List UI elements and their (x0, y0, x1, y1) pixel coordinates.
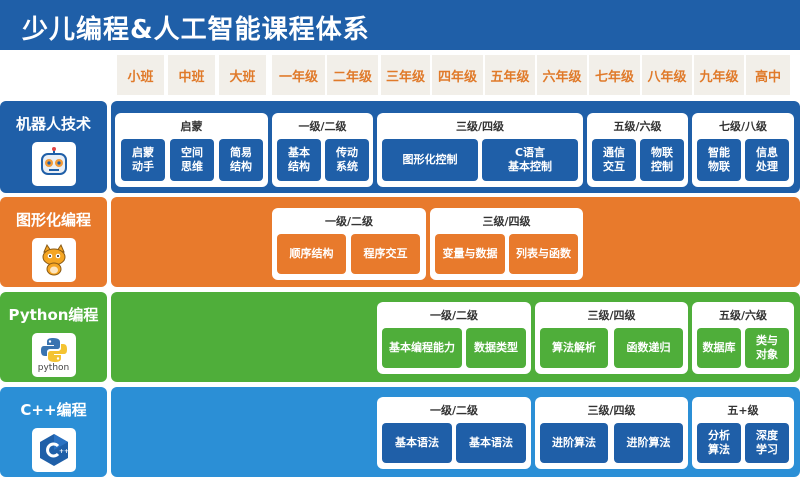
row-label: 图形化编程 (15, 211, 91, 229)
course-group: 五级/六级 数据库 类与 对象 (692, 302, 794, 374)
course-group: 三级/四级 变量与数据 列表与函数 (430, 208, 583, 280)
course-item: 智能 物联 (697, 139, 741, 181)
group-title: 一级/二级 (298, 120, 347, 133)
svg-text:++: ++ (59, 448, 69, 455)
course-item: 进阶算法 (614, 423, 683, 463)
grade-label: 高中 (746, 55, 790, 95)
grade-label: 一年级 (272, 55, 325, 95)
row-label: 机器人技术 (15, 115, 91, 133)
row-python: Python编程 python 一级/二级 基本编程能力 数据类型 三级/四级 … (0, 292, 800, 382)
header-bar: 少儿编程&人工智能课程体系 (0, 0, 800, 50)
course-item: 数据类型 (466, 328, 526, 368)
group-title: 三级/四级 (455, 120, 505, 133)
course-group: 七级/八级 智能 物联 信息 处理 (692, 113, 794, 187)
course-item: 基本 结构 (277, 139, 321, 181)
grade-label: 九年级 (694, 55, 744, 95)
course-group: 一级/二级 基本编程能力 数据类型 (377, 302, 531, 374)
row-robotics: 机器人技术 启蒙 启蒙 动手 空间 思维 简易 结构 一级/二级 基本 结构 传… (0, 101, 800, 193)
course-item: C语言 基本控制 (482, 139, 578, 181)
row-label-box: C++编程 ++ (0, 387, 107, 477)
row-band: 一级/二级 基本编程能力 数据类型 三级/四级 算法解析 函数递归 五级/六级 … (111, 292, 800, 382)
course-item: 基本语法 (382, 423, 452, 463)
group-title: 三级/四级 (587, 404, 636, 417)
grade-label: 三年级 (381, 55, 430, 95)
grade-label: 二年级 (327, 55, 378, 95)
row-label: C++编程 (20, 401, 87, 419)
grade-label: 中班 (168, 55, 215, 95)
course-item: 顺序结构 (277, 234, 346, 274)
course-item: 启蒙 动手 (121, 139, 165, 181)
course-group: 三级/四级 算法解析 函数递归 (535, 302, 688, 374)
course-item: 进阶算法 (540, 423, 608, 463)
grade-label: 四年级 (432, 55, 483, 95)
grade-label: 大班 (219, 55, 266, 95)
course-group: 三级/四级 进阶算法 进阶算法 (535, 397, 688, 469)
group-title: 五级/六级 (613, 120, 662, 133)
course-group: 五+级 分析 算法 深度 学习 (692, 397, 794, 469)
row-label-box: Python编程 python (0, 292, 107, 382)
course-item: 空间 思维 (170, 139, 214, 181)
scratch-cat-icon (31, 238, 76, 282)
row-band: 一级/二级 基本语法 基本语法 三级/四级 进阶算法 进阶算法 五+级 分析 算… (111, 387, 800, 477)
group-title: 七级/八级 (718, 120, 768, 133)
row-label-box: 机器人技术 (0, 101, 107, 193)
row-band: 启蒙 启蒙 动手 空间 思维 简易 结构 一级/二级 基本 结构 传动 系统 三… (111, 101, 800, 193)
page-title: 少儿编程&人工智能课程体系 (22, 15, 370, 45)
course-item: 深度 学习 (745, 423, 789, 463)
course-item: 信息 处理 (745, 139, 789, 181)
course-group: 一级/二级 基本 结构 传动 系统 (272, 113, 373, 187)
python-icon-caption: python (37, 363, 70, 373)
row-label-box: 图形化编程 (0, 197, 107, 287)
grade-label: 小班 (117, 55, 164, 95)
course-item: 分析 算法 (697, 423, 741, 463)
course-item: 通信 交互 (592, 139, 636, 181)
group-title: 一级/二级 (429, 404, 479, 417)
course-item: 列表与函数 (509, 234, 578, 274)
grade-label: 八年级 (642, 55, 692, 95)
group-title: 三级/四级 (587, 309, 636, 322)
course-group: 启蒙 启蒙 动手 空间 思维 简易 结构 (115, 113, 268, 187)
course-item: 基本编程能力 (382, 328, 462, 368)
course-item: 基本语法 (456, 423, 526, 463)
course-item: 物联 控制 (640, 139, 684, 181)
course-item: 算法解析 (540, 328, 608, 368)
group-title: 启蒙 (180, 120, 203, 133)
course-item: 简易 结构 (219, 139, 263, 181)
grade-label: 五年级 (485, 55, 535, 95)
python-icon: python (31, 333, 76, 377)
group-title: 五+级 (727, 404, 759, 417)
group-title: 三级/四级 (482, 215, 531, 228)
row-label: Python编程 (8, 306, 99, 324)
cpp-icon: ++ (31, 428, 76, 472)
course-item: 程序交互 (351, 234, 420, 274)
group-title: 一级/二级 (429, 309, 479, 322)
grade-label: 七年级 (589, 55, 640, 95)
course-item: 函数递归 (614, 328, 683, 368)
course-group: 三级/四级 图形化控制 C语言 基本控制 (377, 113, 583, 187)
grade-row: 小班 中班 大班 一年级 二年级 三年级 四年级 五年级 六年级 七年级 八年级… (0, 55, 800, 97)
course-item: 传动 系统 (325, 139, 369, 181)
group-title: 一级/二级 (324, 215, 374, 228)
row-band: 一级/二级 顺序结构 程序交互 三级/四级 变量与数据 列表与函数 (111, 197, 800, 287)
row-cpp: C++编程 ++ 一级/二级 基本语法 基本语法 三级/四级 进阶算法 进阶算法… (0, 387, 800, 477)
course-item: 图形化控制 (382, 139, 478, 181)
course-group: 一级/二级 基本语法 基本语法 (377, 397, 531, 469)
grade-label: 六年级 (537, 55, 587, 95)
course-item: 变量与数据 (435, 234, 505, 274)
group-title: 五级/六级 (718, 309, 768, 322)
robot-icon (31, 142, 76, 186)
course-group: 五级/六级 通信 交互 物联 控制 (587, 113, 688, 187)
row-graphical: 图形化编程 一级/二级 顺序结构 程序交互 三级/四级 变量与数据 列表与函 (0, 197, 800, 287)
course-item: 类与 对象 (745, 328, 789, 368)
course-item: 数据库 (697, 328, 741, 368)
course-group: 一级/二级 顺序结构 程序交互 (272, 208, 426, 280)
